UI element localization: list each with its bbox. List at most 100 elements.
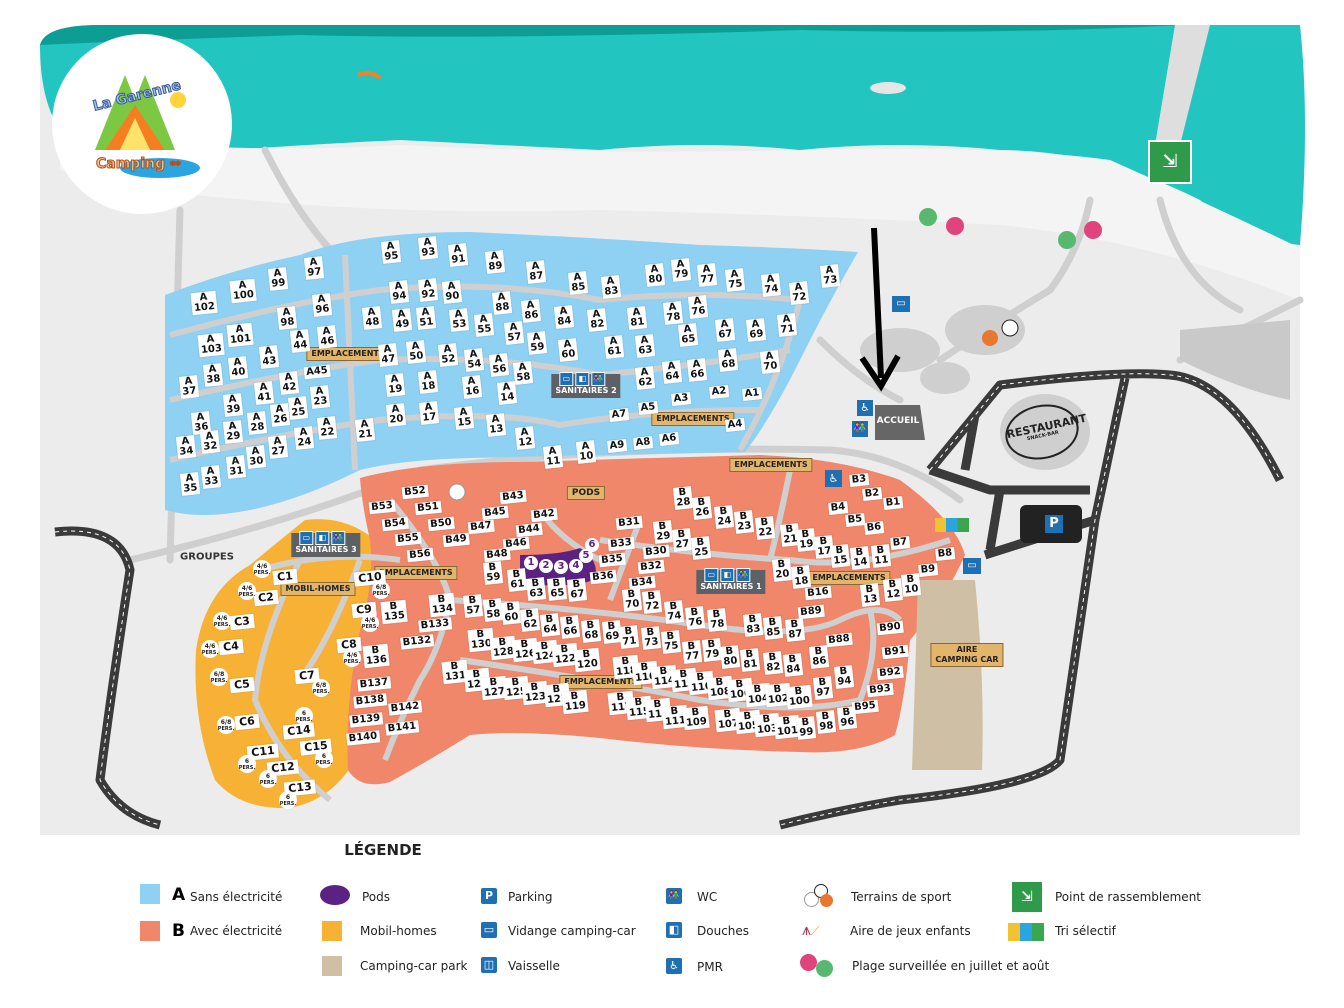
plot-marker-a[interactable]: A 37: [178, 375, 200, 399]
pod-marker[interactable]: 5: [579, 549, 593, 563]
plot-marker-b[interactable]: B 94: [833, 665, 855, 689]
plot-marker-a[interactable]: A 23: [309, 385, 331, 409]
plot-marker-a[interactable]: A 75: [724, 268, 746, 292]
plot-marker-b[interactable]: B 134: [428, 592, 456, 618]
plot-marker-a[interactable]: A 79: [670, 258, 692, 282]
plot-marker-a[interactable]: A 17: [418, 401, 440, 425]
plot-marker-a[interactable]: A 92: [417, 278, 439, 302]
plot-marker-a[interactable]: A 51: [415, 306, 437, 330]
plot-marker-a[interactable]: A 100: [229, 278, 257, 304]
plot-marker-a[interactable]: A 85: [567, 271, 589, 295]
plot-marker-a[interactable]: A 19: [384, 373, 406, 397]
plot-marker-b[interactable]: B 12: [882, 578, 904, 602]
plot-marker-b[interactable]: B 14: [849, 546, 871, 570]
plot-marker-b[interactable]: B 109: [682, 705, 710, 731]
plot-marker-a[interactable]: A 14: [496, 381, 518, 405]
plot-marker-a[interactable]: A 25: [287, 396, 309, 420]
plot-marker-a[interactable]: A 18: [417, 370, 439, 394]
plot-marker-a[interactable]: A 44: [289, 329, 311, 353]
plot-marker-a[interactable]: A 78: [662, 301, 684, 325]
plot-marker-b[interactable]: B 18: [790, 565, 812, 589]
plot-marker-b[interactable]: B 87: [784, 618, 806, 642]
plot-marker-a[interactable]: A 86: [520, 299, 542, 323]
plot-marker-a[interactable]: A 15: [453, 406, 475, 430]
plot-marker-b[interactable]: B 58: [482, 598, 504, 622]
plot-marker-a[interactable]: A1: [742, 387, 762, 401]
plot-marker-b[interactable]: B 76: [684, 606, 706, 630]
plot-marker-a[interactable]: A 97: [303, 256, 325, 280]
plot-marker-b[interactable]: B 19: [795, 528, 817, 552]
sanitaires-3[interactable]: ▭◧👫SANITAIRES 3: [291, 531, 361, 557]
plot-marker-b[interactable]: B 80: [719, 645, 741, 669]
plot-marker-a[interactable]: A7: [609, 408, 629, 422]
plot-marker-a[interactable]: A 64: [661, 360, 683, 384]
plot-marker-b[interactable]: B 13: [859, 583, 881, 607]
plot-marker-a[interactable]: A 50: [405, 340, 427, 364]
pod-marker[interactable]: 3: [554, 560, 568, 574]
plot-marker-a[interactable]: A 33: [200, 465, 222, 489]
plot-marker-a[interactable]: A 32: [199, 430, 221, 454]
plot-marker-b[interactable]: B 67: [566, 578, 588, 602]
plot-marker-a[interactable]: A 38: [202, 363, 224, 387]
plot-marker-b[interactable]: B 24: [713, 505, 735, 529]
plot-marker-b[interactable]: B 61: [506, 568, 528, 592]
plot-marker-a[interactable]: A 22: [316, 416, 338, 440]
plot-marker-a[interactable]: A 66: [686, 358, 708, 382]
plot-marker-a[interactable]: A 70: [759, 350, 781, 374]
plot-marker-a[interactable]: A 48: [361, 306, 383, 330]
plot-marker-b[interactable]: B 60: [500, 601, 522, 625]
plot-marker-a[interactable]: A8: [633, 436, 653, 450]
plot-marker-b[interactable]: B 75: [660, 630, 682, 654]
plot-marker-b[interactable]: B 72: [641, 590, 663, 614]
plot-marker-c[interactable]: C5: [229, 676, 255, 694]
plot-marker-a[interactable]: A 93: [417, 236, 439, 260]
plot-marker-b[interactable]: B 82: [762, 651, 784, 675]
plot-marker-b[interactable]: B 83: [742, 613, 764, 637]
plot-marker-b[interactable]: B 57: [462, 594, 484, 618]
plot-marker-b[interactable]: B 62: [519, 608, 541, 632]
plot-marker-b[interactable]: B 135: [380, 599, 408, 625]
plot-marker-b[interactable]: B 70: [621, 588, 643, 612]
plot-marker-c[interactable]: C6: [234, 713, 260, 731]
plot-marker-a[interactable]: A 26: [269, 403, 291, 427]
plot-marker-b[interactable]: B 74: [663, 600, 685, 624]
plot-marker-a[interactable]: A 87: [525, 260, 547, 284]
plot-marker-a[interactable]: A 83: [600, 275, 622, 299]
plot-marker-a[interactable]: A 103: [197, 332, 225, 358]
plot-marker-a[interactable]: A 28: [246, 411, 268, 435]
plot-marker-a[interactable]: A 63: [634, 334, 656, 358]
plot-marker-b[interactable]: B5: [845, 513, 865, 527]
plot-marker-b[interactable]: B 64: [539, 613, 561, 637]
plot-marker-a[interactable]: A 101: [226, 322, 254, 348]
plot-marker-a[interactable]: A 82: [586, 308, 608, 332]
plot-marker-b[interactable]: B 136: [362, 643, 390, 669]
plot-marker-c[interactable]: C4: [218, 638, 244, 656]
plot-marker-a[interactable]: A 55: [473, 313, 495, 337]
plot-marker-b[interactable]: B 96: [836, 706, 858, 730]
plot-marker-a[interactable]: A 53: [448, 308, 470, 332]
plot-marker-b[interactable]: B 119: [561, 689, 589, 715]
accueil-label[interactable]: ACCUEIL: [876, 416, 920, 426]
plot-marker-a[interactable]: A 102: [190, 290, 218, 316]
plot-marker-a[interactable]: A 98: [276, 306, 298, 330]
plot-marker-a[interactable]: A 24: [293, 426, 315, 450]
plot-marker-a[interactable]: A 68: [717, 348, 739, 372]
plot-marker-a[interactable]: A 11: [542, 445, 564, 469]
plot-marker-b[interactable]: B 26: [691, 496, 713, 520]
plot-marker-b[interactable]: B 79: [701, 638, 723, 662]
plot-marker-b[interactable]: B 28: [672, 486, 694, 510]
plot-marker-a[interactable]: A 58: [512, 361, 534, 385]
plot-marker-a[interactable]: A 71: [776, 313, 798, 337]
plot-marker-a[interactable]: A 95: [380, 240, 402, 264]
plot-marker-a[interactable]: A4: [725, 418, 745, 432]
plot-marker-b[interactable]: B 20: [771, 558, 793, 582]
plot-marker-a[interactable]: A 16: [461, 375, 483, 399]
plot-marker-a[interactable]: A 90: [441, 280, 463, 304]
sanitaires-1[interactable]: ▭◧👫SANITAIRES 1: [696, 568, 766, 594]
plot-marker-a[interactable]: A 27: [267, 435, 289, 459]
plot-marker-b[interactable]: B 10: [900, 573, 922, 597]
plot-marker-a[interactable]: A 80: [644, 263, 666, 287]
plot-marker-a[interactable]: A 81: [626, 306, 648, 330]
plot-marker-a[interactable]: A 96: [311, 293, 333, 317]
plot-marker-a[interactable]: A 41: [253, 381, 275, 405]
